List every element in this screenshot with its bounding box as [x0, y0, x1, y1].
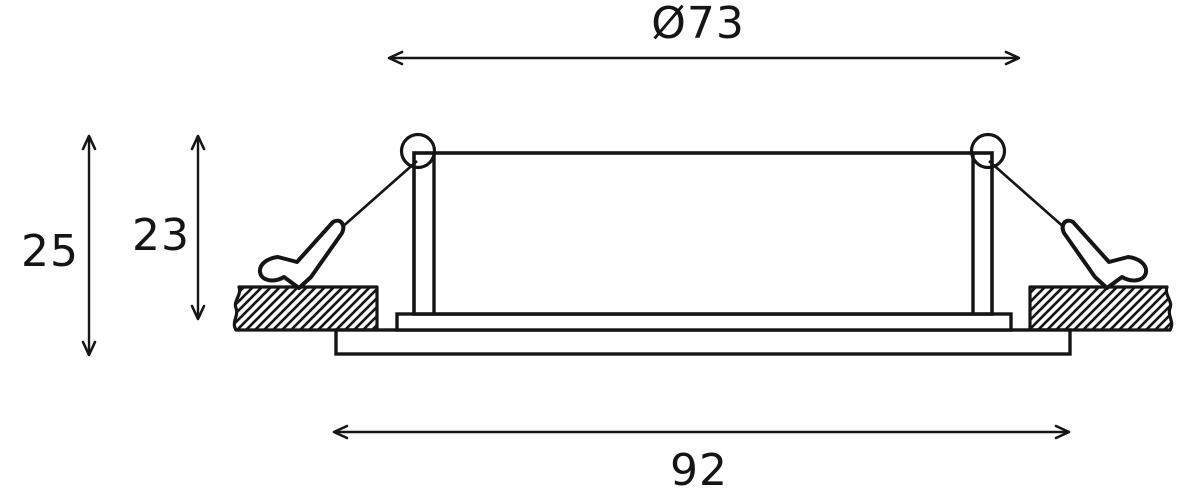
flange-step: [395, 312, 1013, 332]
spring-clip-right: [1060, 218, 1149, 290]
trim-ring: [334, 328, 1072, 356]
dim-label-cutout-diameter: Ø73: [651, 0, 745, 49]
ceiling-section-right: [1028, 285, 1174, 332]
dim-label-overall-height: 25: [21, 226, 79, 277]
ceiling-section-left: [232, 285, 379, 332]
pivot-screw-right: [969, 132, 1007, 170]
pivot-screw-left: [399, 132, 437, 170]
spring-clip-left: [257, 218, 346, 290]
housing-body: [412, 151, 994, 316]
spring-wire-right: [988, 160, 1067, 230]
spring-wire-left: [339, 160, 418, 230]
dim-label-recess-depth: 23: [132, 210, 190, 261]
dim-label-overall-width: 92: [670, 445, 728, 496]
